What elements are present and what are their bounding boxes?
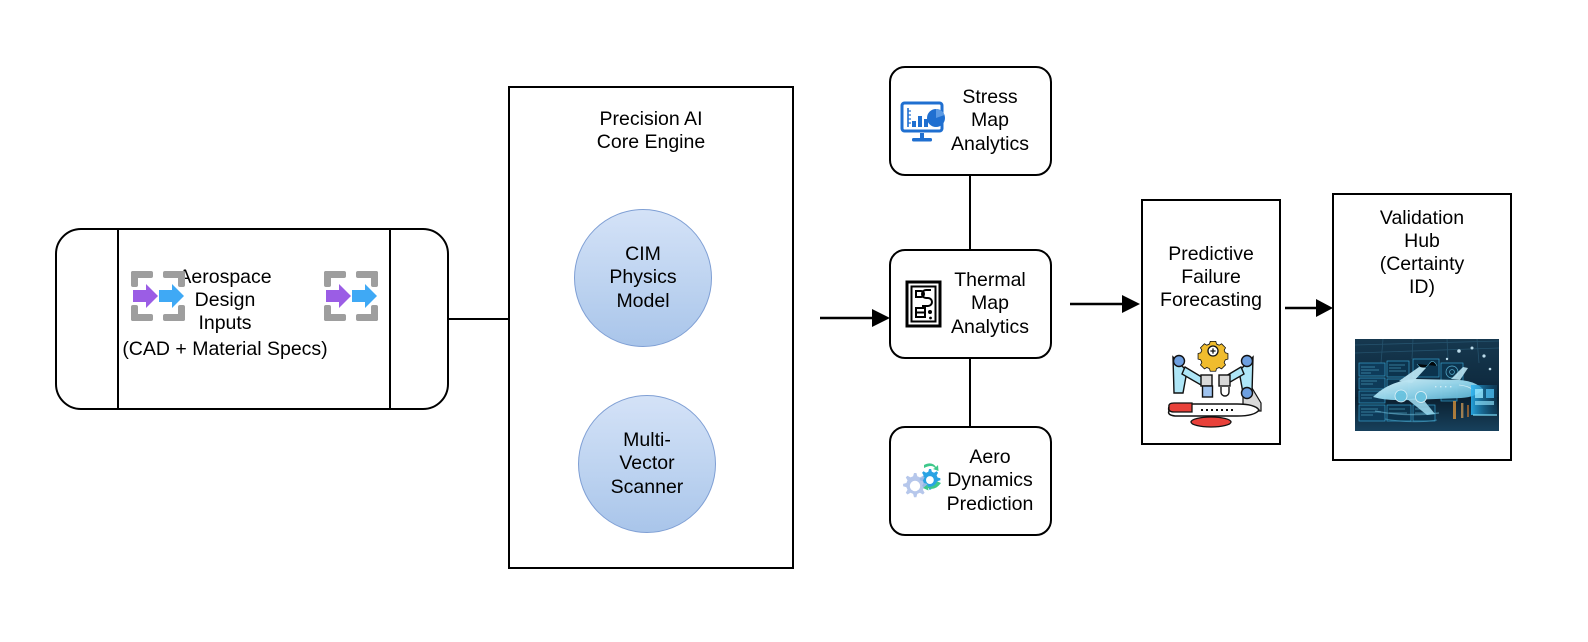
thermal-map-line1: Thermal [954, 268, 1026, 291]
connector-inputs-to-core [449, 318, 510, 320]
gears-refresh-icon [903, 463, 941, 498]
inputs-label-line3: Inputs [198, 312, 252, 334]
aero-line1: Aero [969, 445, 1011, 468]
cim-line1: CIM [625, 242, 661, 265]
thermal-map-label: Thermal Map Analytics [938, 269, 1042, 339]
thermal-map-line3: Analytics [950, 315, 1030, 338]
stress-map-line1: Stress [962, 85, 1018, 108]
stress-map-line2: Map [971, 109, 1009, 132]
inputs-label-line1: Aerospace [178, 266, 272, 288]
input-divider-right [389, 228, 391, 410]
valhub-line2: Hub [1404, 230, 1440, 252]
mvs-line1: Multi- [623, 428, 671, 451]
monitor-chart-icon [900, 101, 945, 142]
aero-dynamics-label: Aero Dynamics Prediction [938, 446, 1042, 516]
core-engine-title: Precision AI Core Engine [508, 108, 794, 154]
aero-dynamics-prediction-node[interactable]: Aero Dynamics Prediction [889, 426, 1052, 536]
input-divider-left [117, 228, 119, 410]
inputs-label-line2: Design [194, 289, 256, 311]
cim-line3: Model [616, 289, 670, 312]
stress-map-analytics-node[interactable]: Stress Map Analytics [889, 66, 1052, 176]
arrow-predictive-to-validation [1285, 299, 1333, 317]
connector-stress-to-thermal [969, 176, 971, 249]
validation-hub-label: Validation Hub (Certainty ID) [1332, 207, 1512, 299]
aero-line2: Dynamics [947, 469, 1033, 492]
thermal-map-analytics-node[interactable]: Thermal Map Analytics [889, 249, 1052, 359]
validation-hub-node[interactable] [1332, 193, 1512, 461]
cim-line2: Physics [609, 266, 677, 289]
import-arrows-icon [131, 271, 185, 321]
arrow-thermal-to-predictive [1070, 295, 1140, 313]
cim-physics-model-node[interactable]: CIM Physics Model [574, 209, 712, 347]
mvs-label: Multi- Vector Scanner [579, 429, 715, 499]
connector-thermal-to-aero [969, 359, 971, 426]
core-title-line2: Core Engine [596, 131, 706, 153]
predict-line2: Failure [1181, 266, 1241, 288]
mvs-line2: Vector [619, 452, 675, 475]
predict-line1: Predictive [1168, 243, 1254, 265]
predictive-failure-label: Predictive Failure Forecasting [1141, 243, 1281, 312]
stress-map-label: Stress Map Analytics [938, 86, 1042, 156]
arrow-core-to-thermal [820, 309, 890, 327]
robot-arms-airplane-illustration [1167, 340, 1262, 428]
inputs-caption: (CAD + Material Specs) [122, 338, 328, 360]
predictive-failure-forecasting-node[interactable] [1141, 199, 1281, 445]
predict-line3: Forecasting [1160, 289, 1262, 311]
multi-vector-scanner-node[interactable]: Multi- Vector Scanner [578, 395, 716, 533]
stress-map-line3: Analytics [950, 132, 1030, 155]
aircraft-hangar-hologram-photo [1355, 339, 1499, 431]
valhub-line1: Validation [1379, 207, 1465, 229]
import-arrows-icon [324, 271, 378, 321]
valhub-line4: ID) [1409, 276, 1435, 298]
mvs-line3: Scanner [610, 475, 684, 498]
aerospace-design-inputs-node[interactable] [55, 228, 449, 410]
aero-line3: Prediction [946, 492, 1034, 515]
valhub-line3: (Certainty [1379, 253, 1465, 275]
cim-label: CIM Physics Model [575, 243, 711, 313]
thermal-map-line2: Map [971, 292, 1009, 315]
thermal-circuit-icon [905, 280, 942, 328]
inputs-label: Aerospace Design Inputs [155, 266, 295, 335]
core-title-line1: Precision AI [599, 108, 703, 130]
